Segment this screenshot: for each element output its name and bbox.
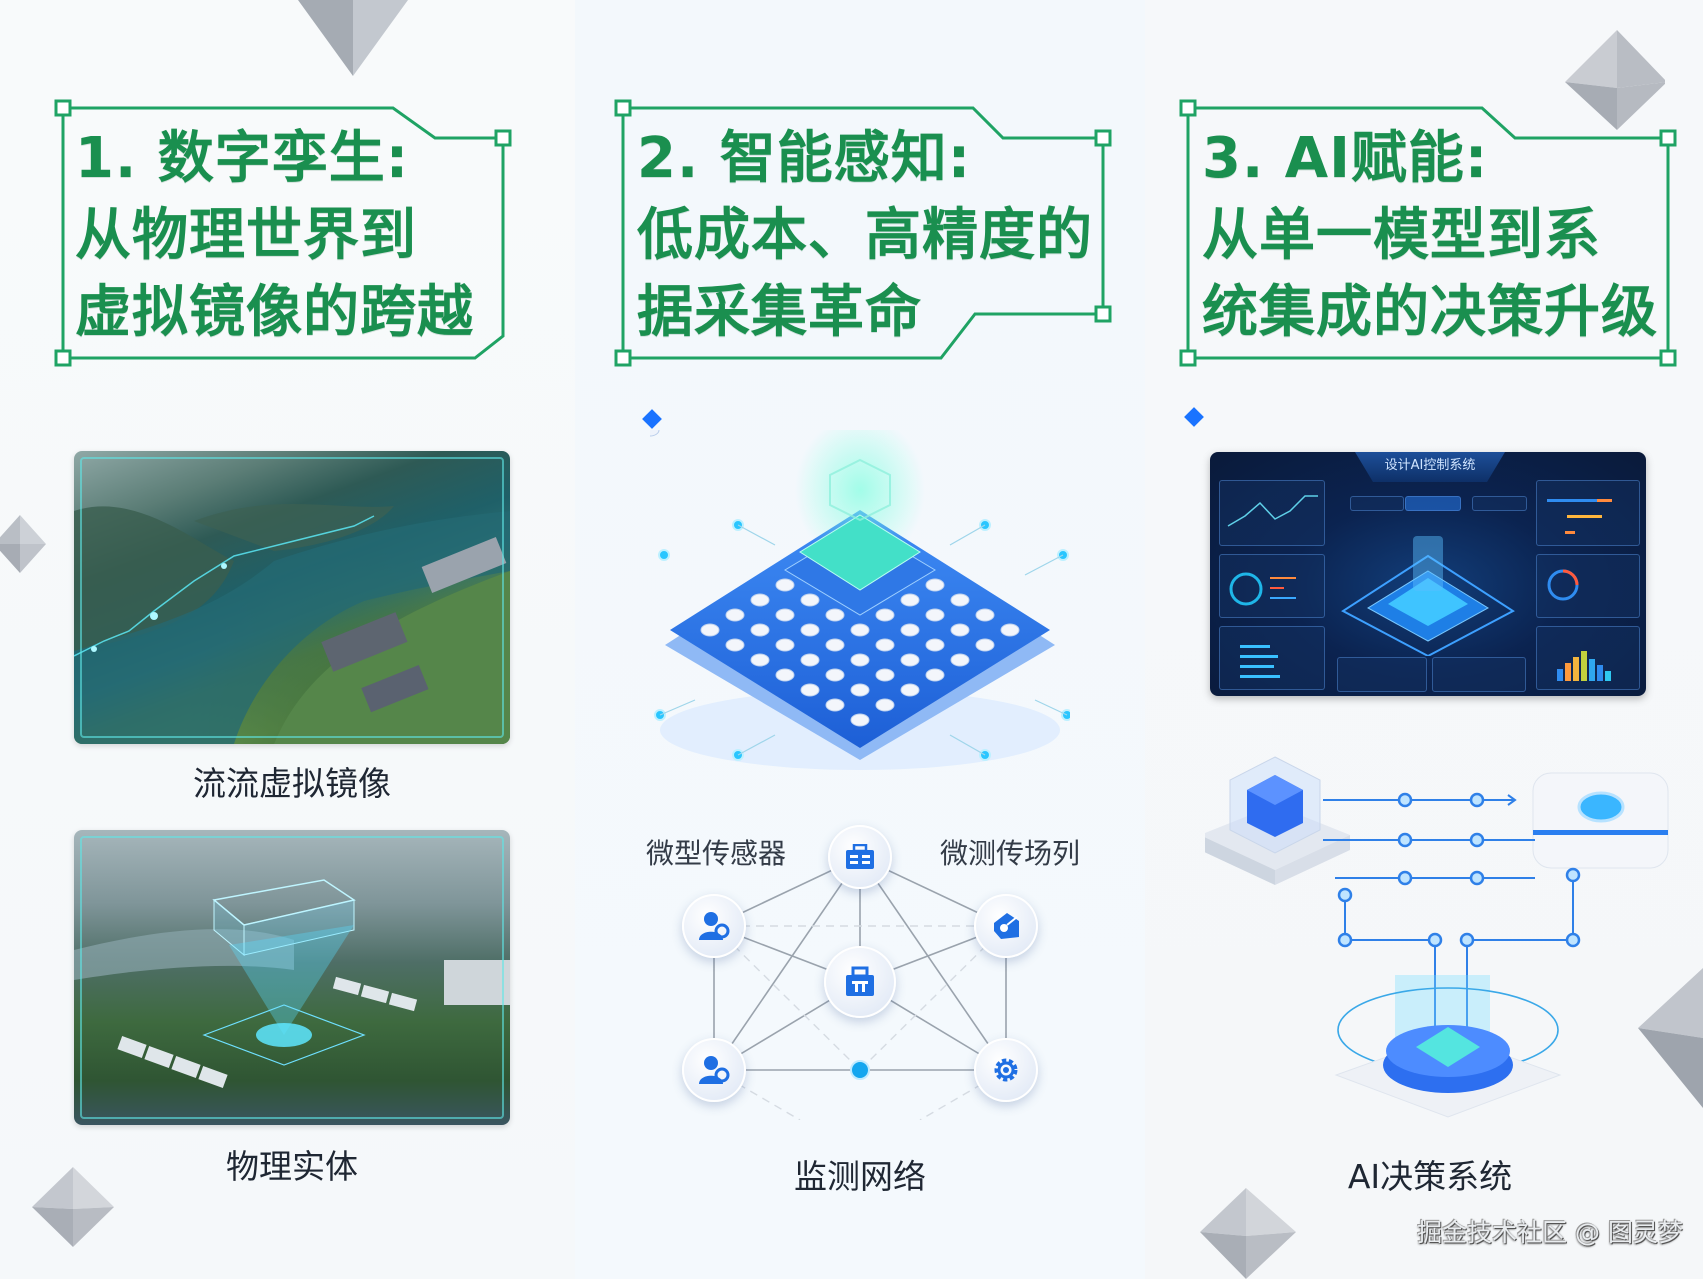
dashboard-tab (1472, 496, 1527, 511)
gem-icon (1638, 968, 1703, 1108)
heading-line: 1. 数字孪生: (75, 126, 410, 191)
network-node-toolbox (828, 825, 892, 889)
toolbox-icon (846, 844, 874, 869)
frame-border (1179, 99, 1677, 367)
user-support-icon (699, 912, 730, 940)
label-micro-array: 微测传场列 (940, 837, 1081, 870)
heading-frame-2: 2. 智能感知: 低成本、高精度的 据采集革命 (614, 99, 1115, 367)
briefcase-icon (846, 966, 874, 996)
heading-line: 虚拟镜像的跨越 (75, 280, 474, 345)
dashboard-panel-histogram (1536, 626, 1640, 690)
network-node-briefcase (824, 946, 896, 1018)
physical-entity-image (74, 830, 510, 1125)
gem-icon (32, 1167, 114, 1247)
heading-line: 统集成的决策升级 (1202, 280, 1658, 345)
network-node-user-support (682, 1038, 746, 1102)
gem-icon (1200, 1188, 1296, 1279)
dashboard-panel-info-2 (1432, 657, 1526, 692)
heading-title-2: 2. 智能感知: 低成本、高精度的 据采集革命 (637, 120, 1093, 351)
caption-physical-entity: 物理实体 (226, 1147, 358, 1186)
heading-title-1: 1. 数字孪生: 从物理世界到 虚拟镜像的跨越 (75, 120, 474, 351)
dashboard-panel-line-chart (1219, 480, 1325, 546)
heading-line: 据采集革命 (637, 280, 922, 345)
gem-icon (0, 515, 46, 573)
caption-ai-decision-system: AI决策系统 (1347, 1157, 1513, 1196)
heading-line: 从物理世界到 (75, 203, 417, 268)
hud-frame (80, 457, 504, 738)
watermark-text: 掘金技术社区 @ 图灵梦 (1417, 1218, 1683, 1247)
heading-title-3: 3. AI赋能: 从单一模型到系 统集成的决策升级 (1202, 120, 1658, 351)
sensor-chip-illustration (650, 430, 1070, 770)
gear-icon (994, 1058, 1018, 1082)
heading-line: 低成本、高精度的 (637, 203, 1093, 268)
network-node-gear (974, 1038, 1038, 1102)
network-node-tag (974, 894, 1038, 958)
ai-decision-system-illustration (1205, 756, 1669, 1118)
user-support-icon (699, 1056, 730, 1084)
network-node-user-support (682, 894, 746, 958)
heading-frame-1: 1. 数字孪生: 从物理世界到 虚拟镜像的跨越 (54, 99, 515, 367)
frame-border (54, 99, 512, 367)
dashboard-tab (1350, 496, 1404, 511)
gem-icon (298, 0, 408, 76)
dashboard-panel-info-1 (1337, 657, 1427, 692)
heading-line: 3. AI赋能: (1202, 126, 1489, 191)
ai-dashboard-image: 设计AI控制系统 (1210, 452, 1646, 696)
caption-monitoring-network: 监测网络 (794, 1157, 926, 1196)
heading-line: 从单一模型到系 (1202, 203, 1601, 268)
dashboard-panel-ring (1536, 554, 1640, 618)
dashboard-chip-art (1341, 536, 1515, 656)
label-micro-sensor: 微型传感器 (646, 837, 787, 870)
caption-virtual-mirror: 流流虚拟镜像 (193, 764, 391, 803)
dashboard-panel-progress (1536, 480, 1640, 546)
frame-border (614, 99, 1112, 367)
virtual-mirror-image (74, 451, 510, 744)
gem-icon (1565, 30, 1665, 130)
hologram-art (74, 879, 510, 1089)
dashboard-panel-bars (1219, 626, 1325, 690)
heading-frame-3: 3. AI赋能: 从单一模型到系 统集成的决策升级 (1179, 99, 1680, 367)
heading-line: 2. 智能感知: (637, 126, 972, 191)
dashboard-tab (1405, 496, 1461, 511)
hud-frame (80, 836, 504, 1119)
tag-icon (994, 913, 1019, 939)
landscape-art (74, 504, 510, 744)
dashboard-title: 设计AI控制系统 (1355, 452, 1505, 482)
dashboard-panel-gauge (1219, 554, 1325, 618)
